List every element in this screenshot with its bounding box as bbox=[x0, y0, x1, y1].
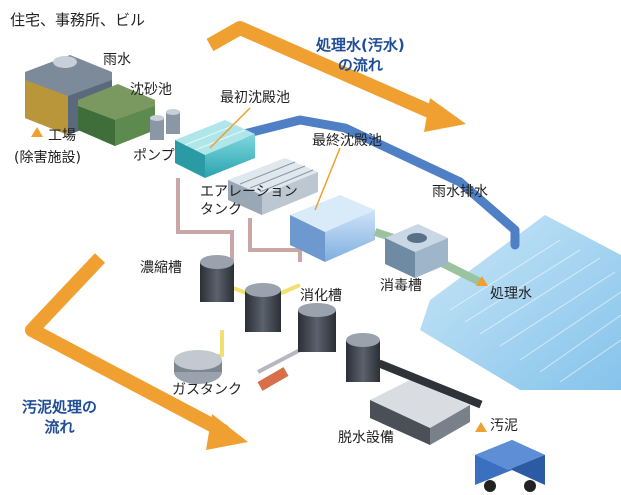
label-treated-water: 処理水 bbox=[490, 286, 532, 302]
sludge-marker bbox=[475, 422, 487, 432]
label-sources: 住宅、事務所、ビル bbox=[10, 11, 146, 29]
water-flow-arrow bbox=[206, 21, 466, 132]
treated-water-marker bbox=[476, 276, 488, 286]
sludge-truck bbox=[475, 440, 545, 492]
label-rain-drain: 雨水排水 bbox=[432, 184, 488, 200]
label-aeration: エアレーション bbox=[200, 184, 298, 200]
gas-tank bbox=[174, 350, 222, 384]
pump-units bbox=[150, 109, 180, 140]
label-rainwater: 雨水 bbox=[103, 52, 131, 68]
label-grit-chamber: 沈砂池 bbox=[130, 82, 172, 98]
label-water-flow-line1: 処理水(汚水) bbox=[316, 36, 405, 54]
label-dewatering: 脱水設備 bbox=[338, 430, 394, 446]
label-final-sedimentation: 最終沈殿池 bbox=[312, 133, 382, 149]
sludge-flow-arrow bbox=[25, 253, 248, 450]
grit-chamber bbox=[78, 84, 155, 146]
label-sludge-flow: 汚泥処理の 流れ bbox=[22, 398, 97, 437]
label-pump: ポンプ bbox=[133, 148, 175, 164]
label-sludge: 汚泥 bbox=[490, 418, 518, 434]
label-primary-sedimentation: 最初沈殿池 bbox=[220, 90, 290, 106]
label-water-flow-line2: の流れ bbox=[337, 55, 383, 74]
dewatering-equipment bbox=[370, 359, 483, 445]
label-gas-tank: ガスタンク bbox=[172, 382, 242, 398]
receiving-water bbox=[420, 215, 621, 390]
aeration-tank bbox=[228, 158, 318, 215]
factory-marker bbox=[31, 127, 43, 137]
water-ripples bbox=[449, 239, 621, 383]
disinfection-tank bbox=[385, 224, 448, 278]
label-factory: 工場 bbox=[48, 128, 76, 144]
label-thickener: 濃縮槽 bbox=[140, 260, 182, 276]
label-disinfection: 消毒槽 bbox=[380, 278, 422, 294]
primary-sedimentation-tank bbox=[175, 120, 255, 178]
label-sludge-flow-line1: 汚泥処理の bbox=[22, 398, 98, 416]
label-digester: 消化槽 bbox=[300, 288, 342, 304]
label-factory-sub: (除害施設) bbox=[14, 150, 81, 166]
label-aeration-sub: タンク bbox=[200, 202, 242, 218]
label-water-flow: 処理水(汚水) の流れ bbox=[316, 36, 405, 75]
label-sludge-flow-line2: 流れ bbox=[44, 417, 75, 436]
gas-burner bbox=[257, 367, 289, 391]
leader-lines bbox=[209, 107, 341, 211]
final-sedimentation-tank bbox=[290, 195, 375, 262]
rain-drain-pipe bbox=[215, 115, 520, 250]
digester-tanks bbox=[245, 283, 380, 382]
thickener-tank bbox=[200, 255, 234, 302]
